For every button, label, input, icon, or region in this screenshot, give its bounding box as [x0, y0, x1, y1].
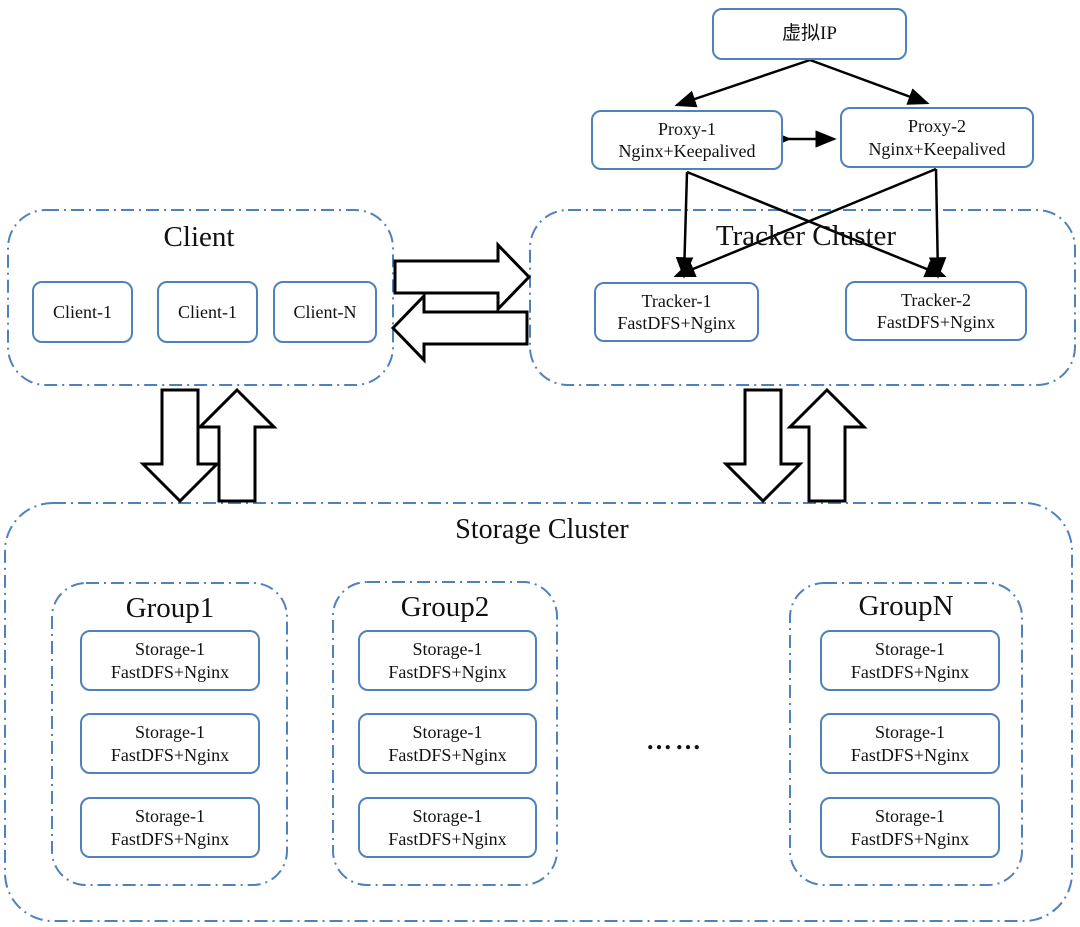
- client-cluster-title: Client: [163, 221, 235, 253]
- client1-node: Client-1: [32, 281, 133, 343]
- group1-title: Group1: [125, 592, 215, 624]
- group1-frame: [51, 582, 288, 886]
- arrow-proxy1-to-tracker2: [686, 170, 947, 278]
- storage-name: Storage-1: [875, 722, 945, 742]
- arrow-vip-to-proxy2: [809, 58, 930, 105]
- virtual-ip-label: 虚拟IP: [782, 23, 837, 45]
- storage-name: Storage-1: [412, 722, 483, 742]
- proxy1-stack: Nginx+Keepalived: [618, 141, 756, 161]
- storage-cluster-frame: [4, 502, 1073, 922]
- storage-node-g1-2: Storage-1 FastDFS+Nginx: [80, 713, 260, 774]
- group2-title: Group2: [400, 591, 490, 623]
- storage-stack: FastDFS+Nginx: [110, 744, 230, 765]
- proxy1-name: Proxy-1: [658, 118, 716, 139]
- storage-node-g2-1: Storage-1 FastDFS+Nginx: [358, 630, 537, 691]
- proxy2-node: Proxy-2 Nginx+Keepalived: [840, 107, 1034, 168]
- tracker2-name: Tracker-2: [901, 289, 971, 310]
- storage-stack: FastDFS+Nginx: [850, 661, 970, 682]
- client2-node: Client-1: [157, 281, 258, 343]
- tracker1-stack: FastDFS+Nginx: [617, 313, 736, 333]
- storage-node-g2-2: Storage-1 FastDFS+Nginx: [358, 713, 537, 774]
- tracker2-stack: FastDFS+Nginx: [876, 312, 996, 332]
- clientn-node: Client-N: [273, 281, 377, 343]
- block-arrow-tracker-to-storage: [722, 388, 804, 504]
- storage-node-g2-3: Storage-1 FastDFS+Nginx: [358, 797, 537, 858]
- storage-name: Storage-1: [412, 639, 483, 659]
- storage-name: Storage-1: [135, 806, 205, 826]
- block-arrow-storage-to-tracker: [786, 387, 868, 503]
- client-cluster-frame: [7, 209, 394, 386]
- storage-stack: FastDFS+Nginx: [850, 828, 970, 849]
- proxy2-name: Proxy-2: [908, 116, 966, 136]
- arrow-proxy2-to-tracker1: [673, 167, 937, 278]
- storage-stack: FastDFS+Nginx: [388, 828, 507, 849]
- groups-ellipsis: ……: [646, 726, 704, 755]
- clientn-label: Client-N: [293, 301, 357, 322]
- block-arrow-client-to-storage: [139, 388, 221, 504]
- block-arrow-tracker-to-client: [390, 292, 529, 364]
- storage-node-gn-1: Storage-1 FastDFS+Nginx: [820, 630, 1000, 691]
- proxy1-node: Proxy-1 Nginx+Keepalived: [591, 110, 783, 170]
- storage-name: Storage-1: [135, 639, 205, 659]
- arrow-proxy2-to-tracker2: [928, 168, 947, 279]
- storage-stack: FastDFS+Nginx: [110, 661, 230, 682]
- block-arrow-storage-to-client: [196, 387, 278, 503]
- storage-name: Storage-1: [135, 722, 205, 742]
- storage-node-gn-2: Storage-1 FastDFS+Nginx: [820, 713, 1000, 774]
- storage-stack: FastDFS+Nginx: [388, 661, 507, 682]
- storage-name: Storage-1: [875, 639, 945, 659]
- tracker-cluster-title: Tracker Cluster: [715, 220, 897, 252]
- storage-name: Storage-1: [412, 806, 483, 826]
- storage-cluster-title: Storage Cluster: [455, 514, 629, 545]
- tracker1-node: Tracker-1 FastDFS+Nginx: [594, 282, 759, 342]
- virtual-ip-node: 虚拟IP: [712, 8, 907, 60]
- storage-stack: FastDFS+Nginx: [110, 828, 230, 849]
- storage-node-g1-1: Storage-1 FastDFS+Nginx: [80, 630, 260, 691]
- groupn-title: GroupN: [858, 590, 954, 622]
- tracker1-name: Tracker-1: [641, 290, 712, 311]
- storage-node-gn-3: Storage-1 FastDFS+Nginx: [820, 797, 1000, 858]
- group2-frame: [332, 581, 558, 886]
- client2-label: Client-1: [178, 301, 237, 322]
- groupn-frame: [789, 582, 1023, 886]
- storage-node-g1-3: Storage-1 FastDFS+Nginx: [80, 797, 260, 858]
- tracker-cluster-frame: [529, 209, 1076, 386]
- proxy2-stack: Nginx+Keepalived: [868, 138, 1006, 159]
- tracker2-node: Tracker-2 FastDFS+Nginx: [845, 281, 1027, 341]
- arrow-vip-to-proxy1: [674, 58, 811, 108]
- storage-name: Storage-1: [875, 806, 945, 826]
- block-arrow-client-to-tracker: [393, 241, 532, 313]
- storage-stack: FastDFS+Nginx: [850, 744, 970, 765]
- client1-label: Client-1: [53, 301, 112, 322]
- arrow-proxy1-to-tracker1: [675, 171, 694, 279]
- storage-stack: FastDFS+Nginx: [388, 744, 507, 765]
